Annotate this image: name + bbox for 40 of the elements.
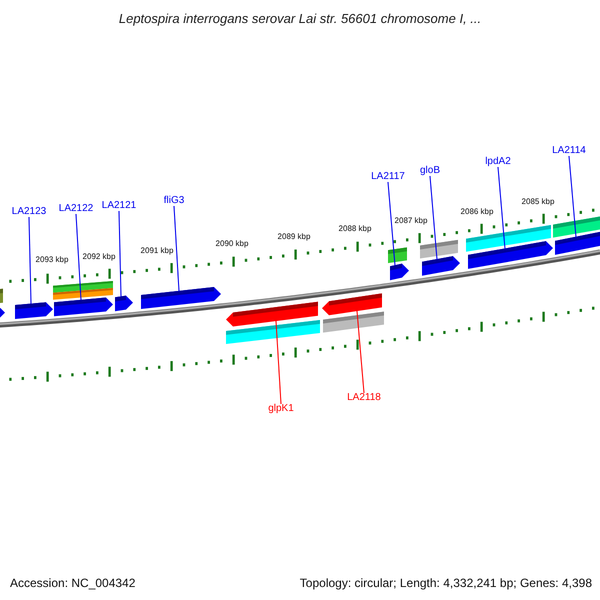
leader-line	[276, 320, 282, 404]
gene-feature	[390, 264, 409, 280]
gene-feature	[226, 302, 318, 326]
leader-line	[568, 156, 576, 238]
gene-label: LA2117	[371, 172, 405, 182]
scale-label: 2092 kbp	[82, 252, 116, 261]
scale-label: 2091 kbp	[140, 247, 174, 256]
gene-label: LA2123	[12, 207, 46, 217]
gene-feature	[141, 287, 221, 309]
accession-text: Accession: NC_004342	[10, 577, 136, 589]
gene-label: gloB	[420, 166, 440, 176]
title: Leptospira interrogans serovar Lai str. 56601 chromosome I, ...	[118, 12, 482, 25]
leader-line	[356, 310, 364, 394]
scale-label: 2088 kbp	[338, 225, 372, 234]
leader-line	[174, 206, 180, 292]
leader-line	[388, 182, 396, 266]
gene-label: LA2118	[347, 393, 381, 403]
leader-line	[430, 176, 438, 260]
genome-info-text: Topology: circular; Length: 4,332,241 bp; Genes: 4,398	[300, 577, 592, 589]
leader-line	[28, 216, 32, 304]
gene-label: lpdA2	[485, 157, 511, 167]
scale-label: 2086 kbp	[460, 208, 494, 216]
gene-label: LA2122	[58, 204, 94, 214]
scale-label: 2093 kbp	[36, 256, 68, 264]
gene-feature	[15, 302, 53, 319]
gene-feature	[322, 293, 382, 316]
leader-line	[118, 210, 122, 298]
leader-line	[498, 166, 506, 250]
gene-label: LA2114	[552, 146, 586, 156]
scale-label: 2085 kbp	[522, 198, 554, 206]
scale-label: 2087 kbp	[394, 217, 428, 226]
gene-feature	[115, 296, 133, 312]
gene-label: glpK1	[268, 404, 294, 414]
leader-line	[76, 214, 82, 301]
gene-label: LA2121	[102, 201, 136, 211]
gene-label: fliG3	[164, 196, 184, 206]
scale-label: 2090 kbp	[216, 240, 248, 248]
gene-feature	[54, 297, 113, 316]
scale-label: 2089 kbp	[278, 232, 310, 241]
gene-feature	[422, 256, 460, 276]
